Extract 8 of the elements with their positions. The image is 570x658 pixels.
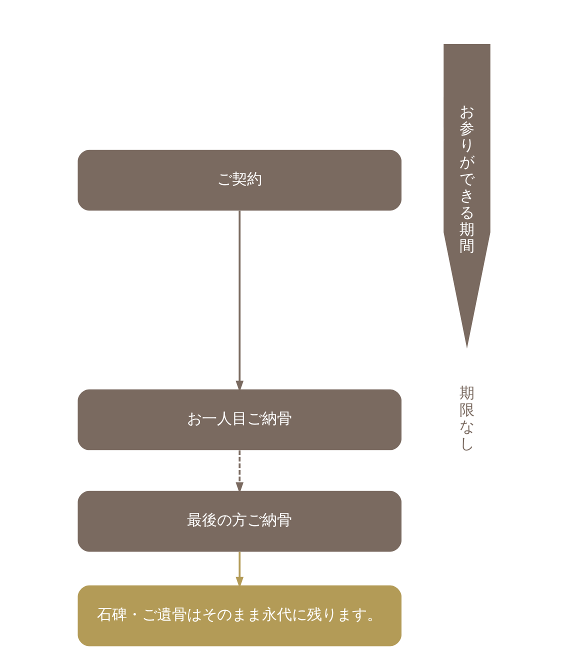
arrow (236, 210, 244, 392)
label: 期限なし (459, 384, 474, 453)
arrow (236, 450, 244, 494)
node-box: お一人目ご納骨 (78, 389, 402, 450)
node-box: 石碑・ご遺骨はそのまま永代に残ります。 (78, 585, 402, 646)
arrow (236, 552, 244, 588)
node-box: ご契約 (78, 150, 402, 211)
node-box: 最後の方ご納骨 (78, 490, 402, 552)
